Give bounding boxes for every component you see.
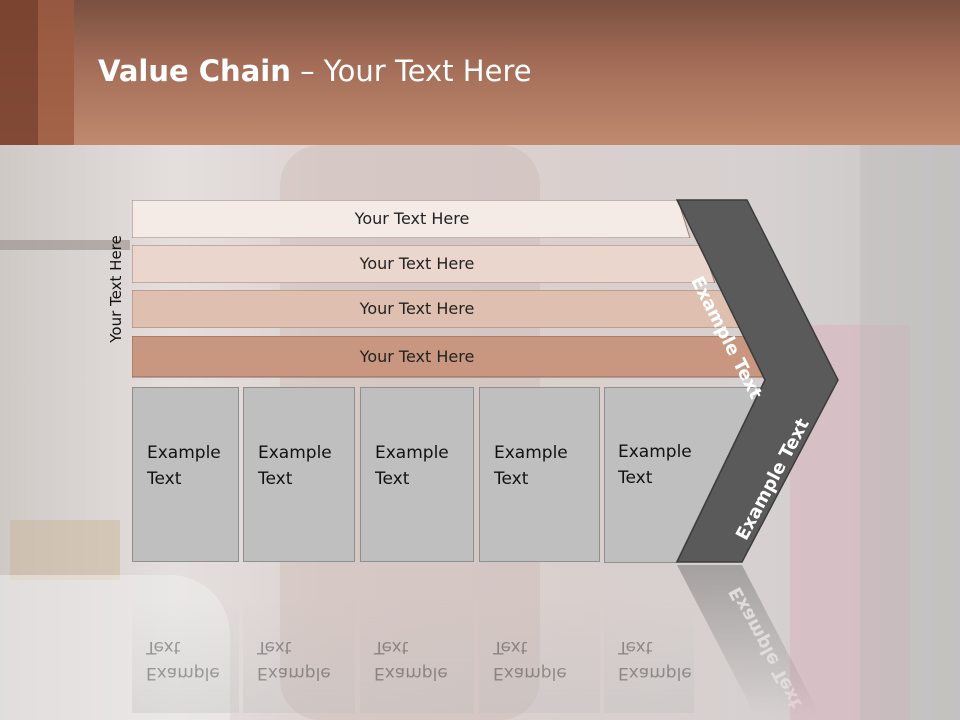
row-bar-1: Your Text Here — [132, 200, 692, 238]
row-bar-label: Your Text Here — [359, 347, 475, 366]
chevron-reflection-shape — [677, 565, 820, 715]
slide-title: Value Chain – Your Text Here — [98, 54, 532, 88]
header-band: Value Chain – Your Text Here — [0, 0, 960, 145]
margin-chevron-reflection: Example Text — [670, 565, 845, 715]
margin-chevron-shape — [675, 199, 839, 563]
row-bar-label: Your Text Here — [354, 209, 470, 228]
row-bar-3: Your Text Here — [132, 290, 742, 328]
row-bar-label: Your Text Here — [359, 254, 475, 273]
header-accent-light — [38, 0, 74, 145]
row-bar-2: Your Text Here — [132, 245, 717, 283]
slide-title-rest: – Your Text Here — [290, 54, 532, 88]
slide-title-bold: Value Chain — [98, 54, 291, 88]
row-bar-shape — [132, 200, 691, 238]
row-bar-label: Your Text Here — [359, 299, 475, 318]
photo-basket-shape — [10, 520, 120, 580]
margin-chevron: Example Text Example Text — [670, 198, 845, 570]
row-bar-shape — [132, 245, 716, 283]
side-label: Your Text Here — [96, 200, 136, 378]
header-accent-dark — [0, 0, 38, 145]
photo-sink-shape — [0, 575, 230, 720]
photo-shelf-shape — [0, 240, 130, 250]
row-bar-shape — [132, 290, 740, 328]
photo-door-shape — [860, 145, 960, 720]
side-label-text: Your Text Here — [107, 235, 125, 343]
